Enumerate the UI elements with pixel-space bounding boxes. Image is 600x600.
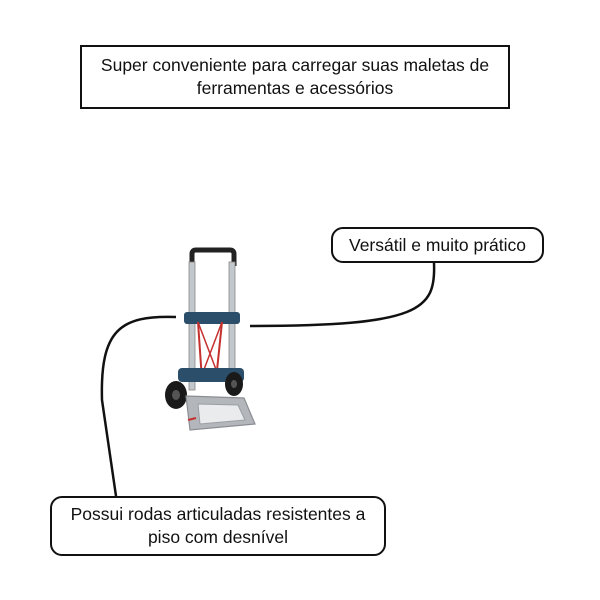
- headline-line-1: Super conveniente para carregar suas mal…: [100, 55, 490, 75]
- headline-line-2: ferramentas e acessórios: [196, 78, 394, 98]
- callout-wheels-line-1: Possui rodas articuladas resistentes a: [70, 504, 366, 524]
- callout-versatile-text: Versátil e muito prático: [348, 234, 527, 255]
- headline-box: Super conveniente para carregar suas mal…: [80, 45, 510, 109]
- callout-wheels-line-2: piso com desnível: [147, 527, 289, 547]
- hand-truck-image: [165, 247, 256, 431]
- callout-wheels: Possui rodas articuladas resistentes a p…: [50, 496, 386, 556]
- callout-versatile: Versátil e muito prático: [331, 227, 544, 263]
- leader-line-wheels: [100, 315, 177, 497]
- leader-line-versatile: [249, 262, 436, 328]
